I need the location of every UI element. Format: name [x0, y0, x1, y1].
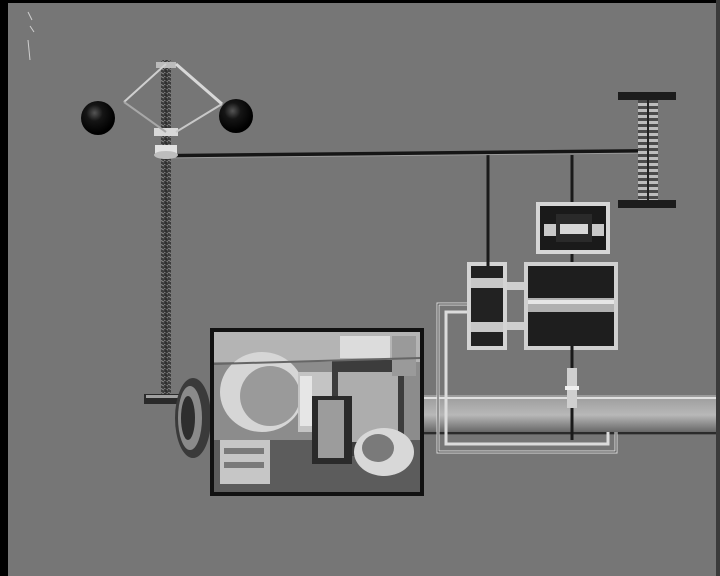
servo-cylinder	[524, 262, 618, 350]
top-edge	[0, 0, 720, 3]
turbine-photo	[210, 328, 424, 496]
governor-ball-left	[81, 101, 115, 135]
valve-stem	[565, 368, 579, 408]
compression-spring	[618, 92, 676, 208]
film-mark	[27, 11, 35, 61]
hydraulic-lines	[436, 302, 618, 454]
right-edge	[716, 0, 720, 576]
control-linkage	[159, 149, 646, 159]
governor-ball-right	[219, 99, 253, 133]
pressure-valve-box	[536, 202, 610, 254]
bevel-gear	[144, 378, 211, 458]
left-edge	[0, 0, 8, 576]
pilot-valve	[467, 262, 524, 350]
flyball-governor	[81, 62, 253, 135]
